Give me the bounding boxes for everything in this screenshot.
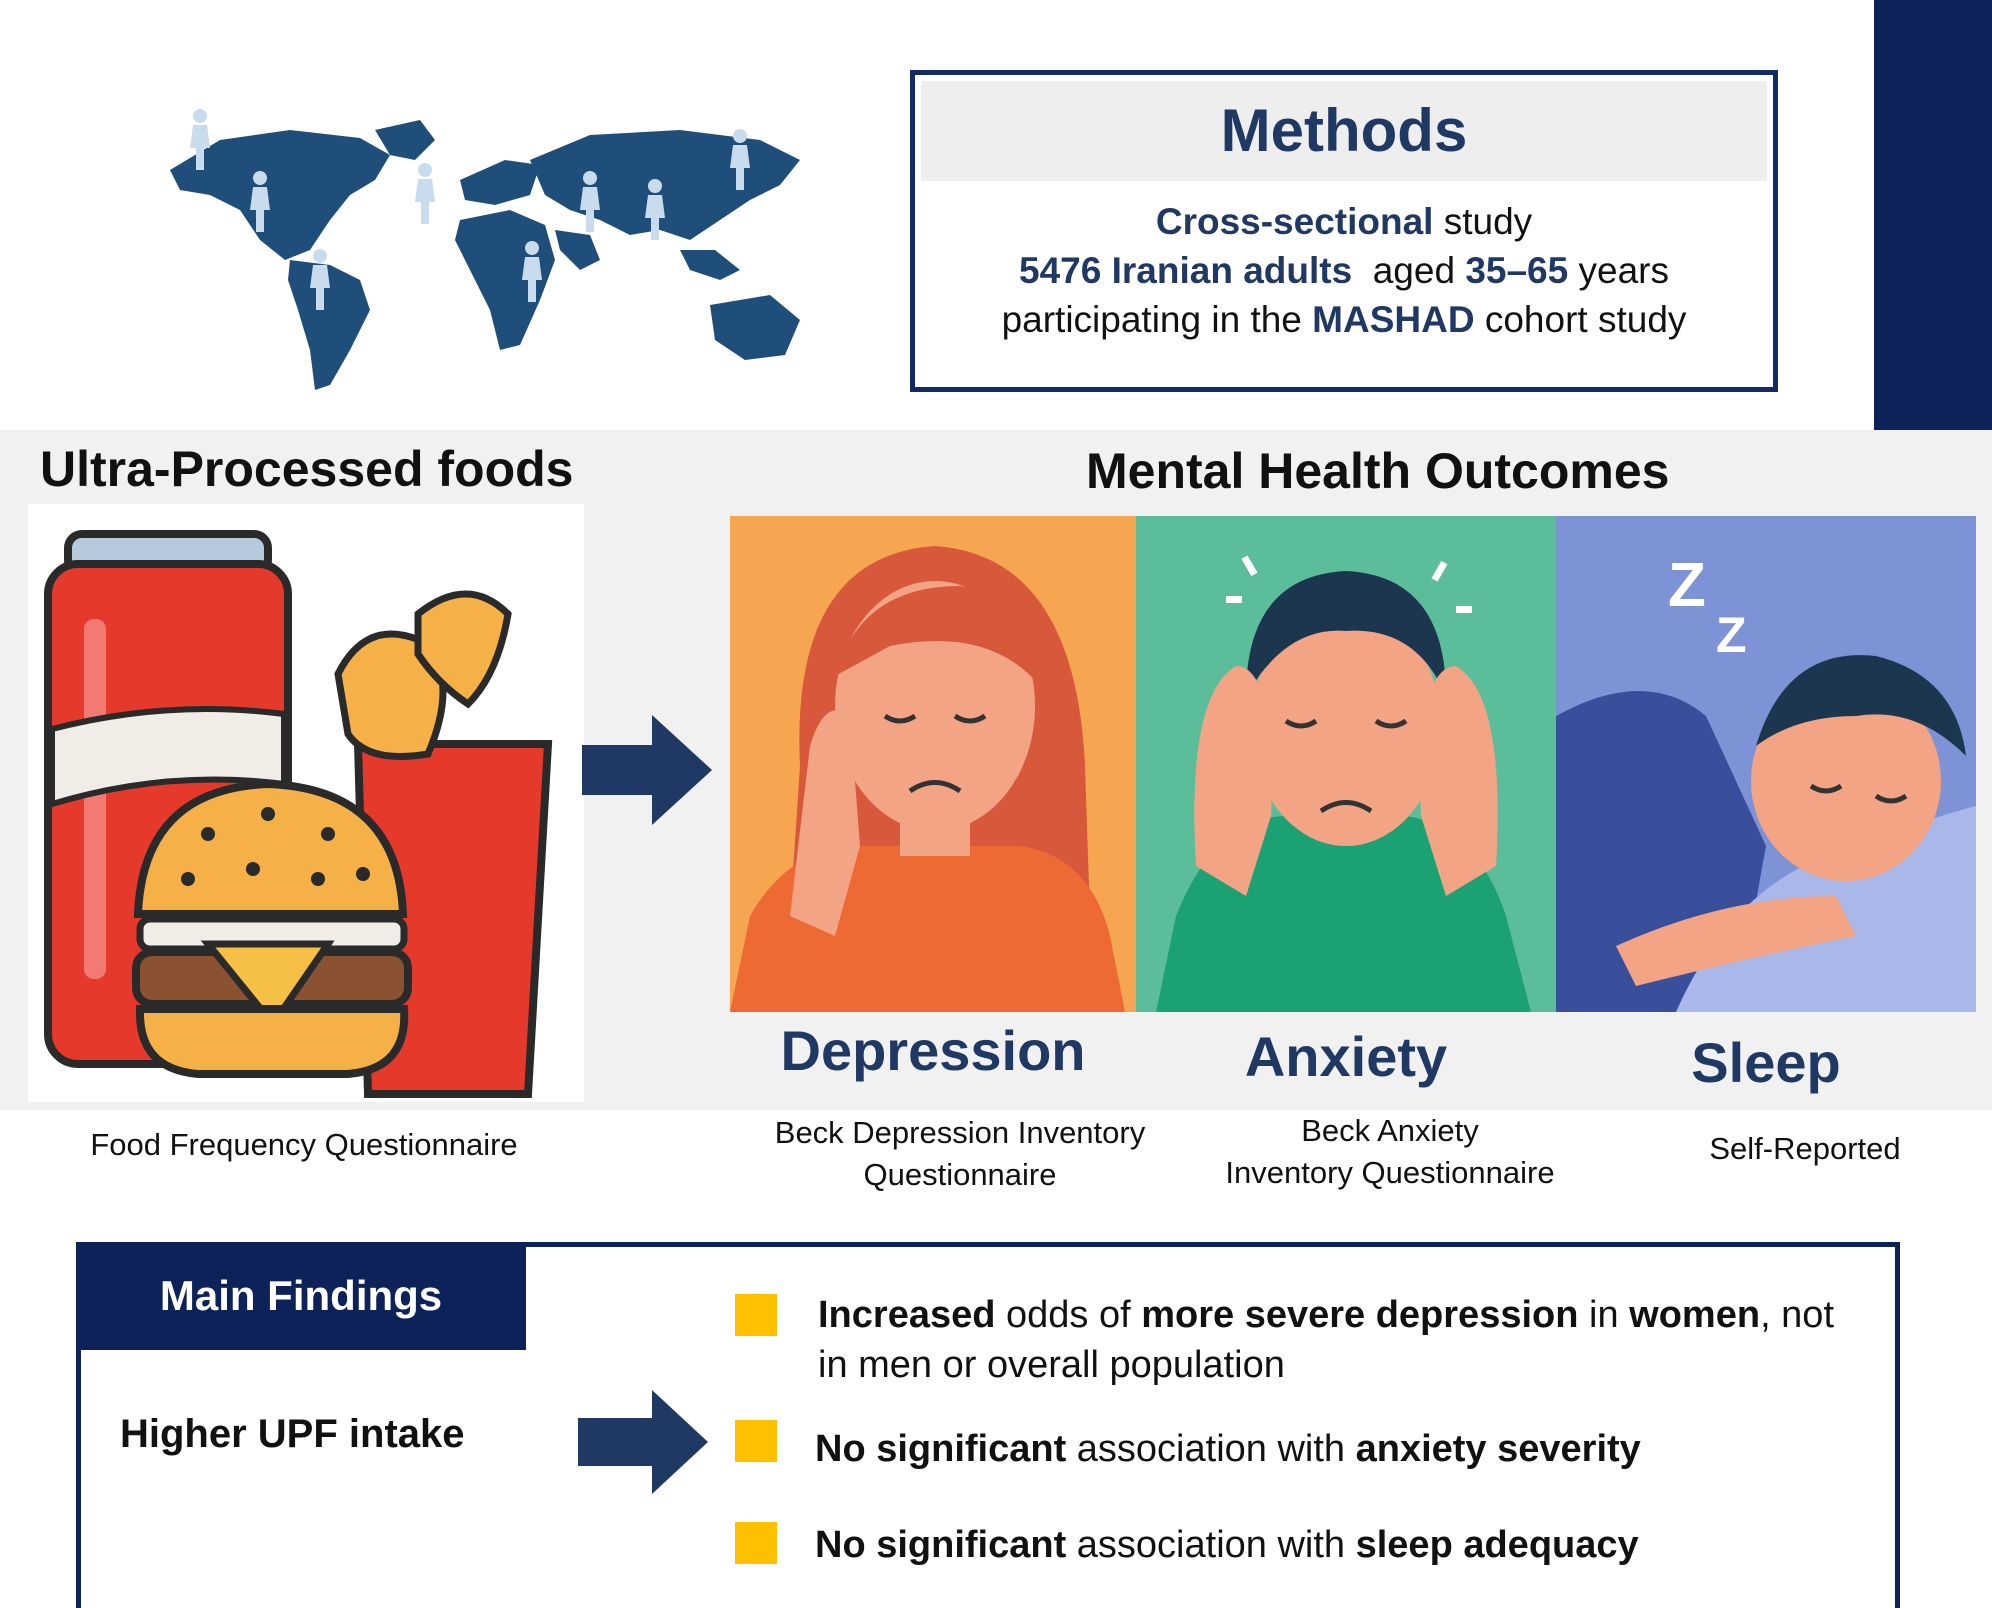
cohort-name: MASHAD bbox=[1312, 299, 1475, 340]
finding-depression: Increased odds of more severe depression… bbox=[818, 1290, 1858, 1390]
sleep-caption: Self-Reported bbox=[1709, 1131, 1901, 1166]
finding-2-bold-2: anxiety severity bbox=[1355, 1428, 1641, 1470]
methods-box: Methods Cross-sectional study 5476 Irani… bbox=[910, 70, 1778, 392]
anxiety-caption: Beck Anxiety Inventory Questionnaire bbox=[1200, 1110, 1580, 1194]
sleep-label: Sleep bbox=[1691, 1031, 1841, 1094]
outcomes-title: Mental Health Outcomes bbox=[1086, 443, 1670, 499]
finding-1-text-3: , not in men or overall population bbox=[818, 1294, 1835, 1386]
sample-size: 5476 Iranian adults bbox=[1019, 250, 1353, 291]
finding-1-bold-2: more severe depression bbox=[1141, 1294, 1579, 1336]
depression-caption-line-1: Beck Depression Inventory bbox=[774, 1115, 1146, 1150]
cohort-study-text: cohort study bbox=[1474, 299, 1687, 340]
methods-line-1: Cross-sectional study bbox=[915, 197, 1773, 246]
study-design: Cross-sectional bbox=[1155, 201, 1434, 242]
finding-3-bold-2: sleep adequacy bbox=[1355, 1524, 1639, 1566]
edge-bar bbox=[1874, 0, 1992, 430]
exposure-label: Higher UPF intake bbox=[120, 1412, 465, 1456]
bullet-icon bbox=[735, 1522, 777, 1564]
finding-3-bold-1: No significant bbox=[815, 1524, 1067, 1566]
anxiety-caption-line-2: Inventory Questionnaire bbox=[1225, 1155, 1555, 1190]
bullet-icon bbox=[735, 1294, 777, 1336]
findings-arrow-icon bbox=[578, 1390, 708, 1494]
ffq-caption: Food Frequency Questionnaire bbox=[90, 1127, 518, 1162]
fast-food-illustration bbox=[28, 504, 584, 1102]
sleep-z-large: Z bbox=[1668, 551, 1706, 620]
years-text: years bbox=[1568, 250, 1669, 291]
anxiety-label: Anxiety bbox=[1244, 1025, 1448, 1088]
depression-caption: Beck Depression Inventory Questionnaire bbox=[770, 1112, 1150, 1196]
right-arrow-icon bbox=[582, 715, 712, 825]
depression-illustration bbox=[730, 516, 1136, 1012]
methods-line-3: participating in the MASHAD cohort study bbox=[915, 295, 1773, 344]
depression-label: Depression bbox=[780, 1019, 1086, 1082]
methods-line-2: 5476 Iranian adults aged 35–65 years bbox=[915, 246, 1773, 295]
main-findings-title: Main Findings bbox=[76, 1242, 526, 1350]
finding-sleep: No significant association with sleep ad… bbox=[815, 1520, 1639, 1570]
bullet-icon bbox=[735, 1420, 777, 1462]
sleep-illustration bbox=[1556, 516, 1976, 1012]
finding-1-text-1: odds of bbox=[995, 1294, 1142, 1336]
finding-2-text-1: association with bbox=[1066, 1428, 1356, 1470]
finding-1-bold-1: Increased bbox=[818, 1294, 996, 1336]
burger-icon bbox=[133, 779, 408, 918]
methods-body: Cross-sectional study 5476 Iranian adult… bbox=[915, 197, 1773, 344]
anxiety-caption-line-1: Beck Anxiety bbox=[1301, 1113, 1479, 1148]
finding-3-text-1: association with bbox=[1066, 1524, 1356, 1566]
methods-line-1-text: study bbox=[1433, 201, 1533, 242]
anxiety-illustration bbox=[1136, 516, 1556, 1012]
participating-text: participating in the bbox=[1001, 299, 1313, 340]
world-map-illustration bbox=[170, 109, 800, 390]
sleep-z-small: Z bbox=[1716, 607, 1747, 663]
methods-title: Methods bbox=[921, 81, 1767, 181]
finding-1-bold-3: women bbox=[1629, 1294, 1761, 1336]
aged-text: aged bbox=[1352, 250, 1466, 291]
age-range: 35–65 bbox=[1465, 250, 1569, 291]
upf-title: Ultra-Processed foods bbox=[40, 441, 574, 497]
finding-anxiety: No significant association with anxiety … bbox=[815, 1424, 1641, 1474]
depression-caption-line-2: Questionnaire bbox=[863, 1157, 1057, 1192]
finding-1-text-2: in bbox=[1578, 1294, 1630, 1336]
finding-2-bold-1: No significant bbox=[815, 1428, 1067, 1470]
